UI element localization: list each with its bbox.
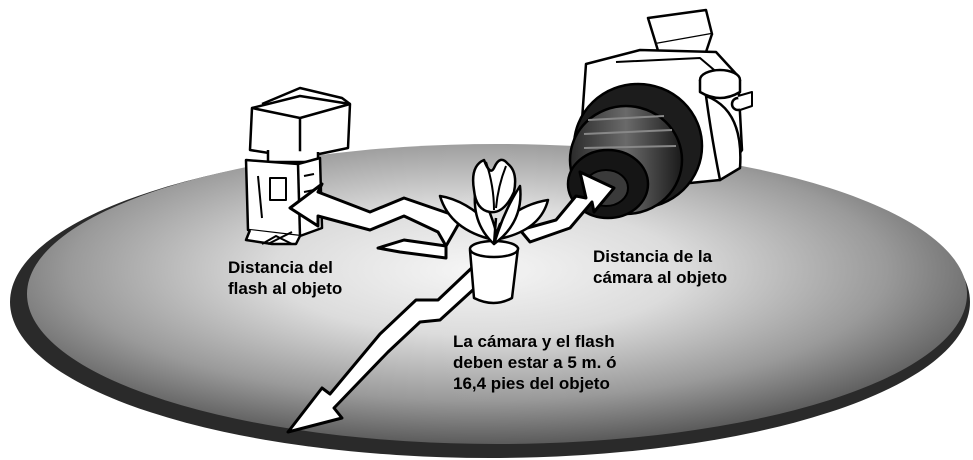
arrow-subject-to-camera xyxy=(518,170,616,244)
requirement-note: La cámara y el flash deben estar a 5 m. … xyxy=(453,331,616,394)
distance-arrows xyxy=(286,170,616,434)
arrow-subject-to-flash xyxy=(288,182,464,248)
flash-distance-label: Distancia del flash al objeto xyxy=(228,257,342,299)
requirement-line-1: La cámara y el flash xyxy=(453,332,615,351)
potted-tulip-icon xyxy=(438,158,550,305)
flash-distance-line-1: Distancia del xyxy=(228,258,333,277)
requirement-line-2: deben estar a 5 m. ó xyxy=(453,353,617,372)
dslr-camera-icon xyxy=(566,8,753,220)
flash-distance-line-2: flash al objeto xyxy=(228,279,343,298)
arrow-subject-to-flash-tail xyxy=(376,238,448,260)
camera-distance-label: Distancia de la cámara al objeto xyxy=(593,246,727,288)
camera-distance-line-2: cámara al objeto xyxy=(593,268,728,287)
arrow-subject-to-viewer xyxy=(286,260,488,434)
requirement-line-3: 16,4 pies del objeto xyxy=(453,374,610,393)
camera-distance-line-1: Distancia de la xyxy=(593,247,713,266)
